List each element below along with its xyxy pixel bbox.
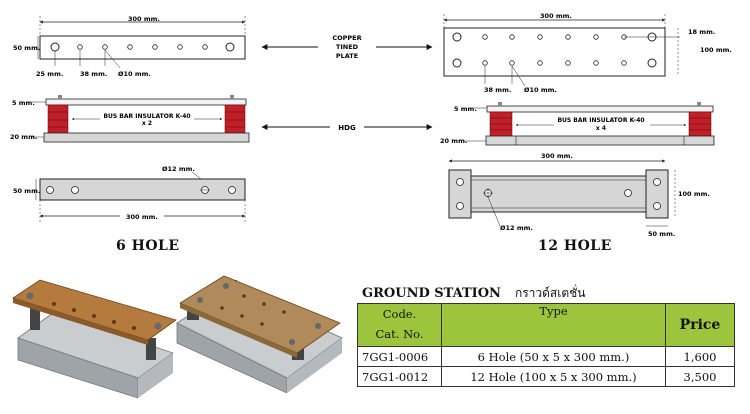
six-bottom-width: 300 mm. <box>126 213 158 221</box>
twelve-side-thickness: 5 mm. <box>454 105 477 113</box>
svg-text:TINED: TINED <box>336 43 359 51</box>
twelve-hole-label: 12 HOLE <box>538 238 612 254</box>
twelve-bottom-width: 300 mm. <box>541 152 573 160</box>
twelve-dim-38: 38 mm. <box>484 86 511 94</box>
twelve-bottom-height: 100 mm. <box>678 190 710 198</box>
six-hole-top-view: 300 mm. 50 mm. 25 mm. 38 mm. Ø10 mm. <box>13 15 246 78</box>
six-hole-product-photo <box>12 279 177 398</box>
svg-text:HDG: HDG <box>338 124 356 132</box>
svg-text:COPPER: COPPER <box>332 34 361 42</box>
six-hole-label: 6 HOLE <box>116 238 180 254</box>
six-side-thickness: 5 mm. <box>12 99 35 107</box>
twelve-top-width: 300 mm. <box>540 12 572 20</box>
ground-station-title: GROUND STATION กราวด์สเตชั่น <box>362 284 585 303</box>
copper-plate-arrow: COPPER TINED PLATE <box>261 34 433 60</box>
twelve-bottom-hole-dia: Ø12 mm. <box>500 224 533 232</box>
twelve-insulator-label: BUS BAR INSULATOR K-40 <box>557 117 644 124</box>
six-bottom-height: 50 mm. <box>13 187 40 195</box>
table-row: 7GG1-0012 12 Hole (100 x 5 x 300 mm.) 3,… <box>357 366 735 387</box>
twelve-hole-side-view: BUS BAR INSULATOR K-40 x 4 5 mm. 20 mm. <box>440 102 715 146</box>
six-insulator-label: BUS BAR INSULATOR K-40 <box>103 113 190 120</box>
twelve-hole-product-photo <box>176 275 343 393</box>
twelve-hole-bottom-view: 300 mm. Ø12 mm. 100 mm. 50 mm. <box>448 152 710 238</box>
ground-station-title-thai: กราวด์สเตชั่น <box>514 286 586 300</box>
row-type: 6 Hole (50 x 5 x 300 mm.) <box>441 346 666 367</box>
six-top-width: 300 mm. <box>128 15 160 23</box>
six-dim-38: 38 mm. <box>80 70 107 78</box>
technical-drawings: 300 mm. 50 mm. 25 mm. 38 mm. Ø10 mm. COP… <box>10 12 732 238</box>
six-hole-bottom-view: Ø12 mm. 50 mm. 300 mm. <box>13 165 246 222</box>
six-hole-dia: Ø10 mm. <box>118 70 151 78</box>
six-bottom-hole-dia: Ø12 mm. <box>162 165 195 173</box>
twelve-top-height: 100 mm. <box>700 46 732 54</box>
row-code: 7GG1-0006 <box>357 346 442 367</box>
ground-station-title-en: GROUND STATION <box>362 286 501 301</box>
row-price: 1,600 <box>665 346 735 367</box>
twelve-hole-top-view: 300 mm. 18 mm. 100 mm. 38 mm. Ø10 mm. <box>443 12 732 94</box>
hdg-arrow: HDG <box>261 124 433 132</box>
table-row: 7GG1-0006 6 Hole (50 x 5 x 300 mm.) 1,60… <box>357 346 735 367</box>
svg-text:PLATE: PLATE <box>336 52 358 60</box>
twelve-dim-50: 50 mm. <box>648 230 675 238</box>
row-code: 7GG1-0012 <box>357 366 442 387</box>
six-top-height: 50 mm. <box>13 44 40 52</box>
six-insulator-count: x 2 <box>142 120 152 127</box>
header-type: Type <box>441 303 666 347</box>
twelve-side-base: 20 mm. <box>440 137 467 145</box>
six-hole-side-view: BUS BAR INSULATOR K-40 x 2 5 mm. 20 mm. <box>10 95 250 143</box>
row-price: 3,500 <box>665 366 735 387</box>
six-side-base: 20 mm. <box>10 133 37 141</box>
header-code: Code. Cat. No. <box>357 303 442 347</box>
twelve-insulator-count: x 4 <box>596 125 606 132</box>
twelve-dim-18: 18 mm. <box>688 28 715 36</box>
price-table: Code. Cat. No. Type Price 7GG1-0006 6 Ho… <box>357 303 735 387</box>
header-price: Price <box>665 303 735 347</box>
twelve-hole-dia: Ø10 mm. <box>524 86 557 94</box>
six-dim-25: 25 mm. <box>36 70 63 78</box>
row-type: 12 Hole (100 x 5 x 300 mm.) <box>441 366 666 387</box>
